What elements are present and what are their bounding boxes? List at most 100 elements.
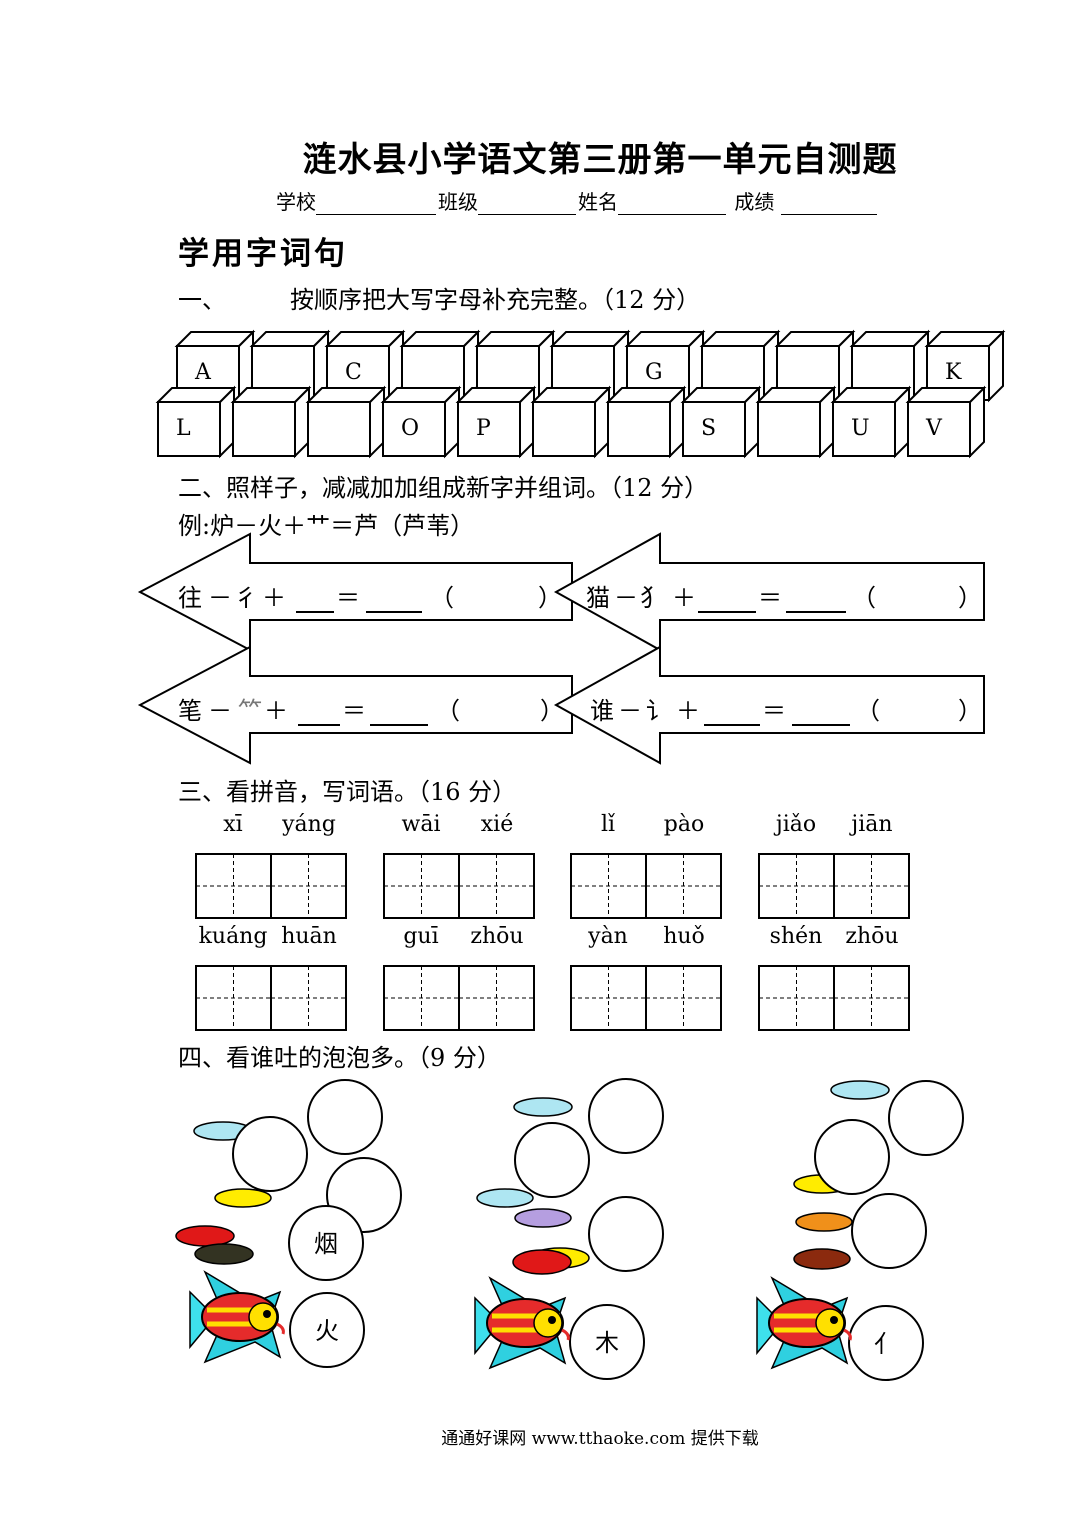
- bubble-label: 亻: [874, 1330, 898, 1358]
- writing-grid[interactable]: [758, 965, 912, 1033]
- name-field[interactable]: [618, 194, 726, 215]
- bubble[interactable]: [888, 1080, 964, 1156]
- item-plus: ＋: [262, 584, 286, 612]
- cube-letter: V: [925, 416, 943, 441]
- pinyin-syllable: yáng: [282, 812, 336, 837]
- school-field[interactable]: [316, 194, 436, 215]
- svg-text:（: （: [856, 697, 880, 725]
- svg-text:－: －: [614, 584, 638, 612]
- fish-icon: [190, 1272, 283, 1362]
- writing-grid[interactable]: [570, 853, 724, 921]
- pinyin-syllable: zhōu: [845, 924, 899, 949]
- svg-text:（: （: [852, 584, 876, 612]
- color-pebble: [793, 1248, 851, 1270]
- bubble[interactable]: [851, 1193, 927, 1269]
- bubble[interactable]: [588, 1196, 664, 1272]
- color-pebble: [512, 1249, 572, 1275]
- svg-text:－: －: [208, 584, 232, 612]
- bubble[interactable]: [588, 1078, 664, 1154]
- letter-cube: P: [455, 385, 537, 459]
- bubble[interactable]: [848, 1305, 924, 1381]
- school-label: 学校: [276, 190, 316, 214]
- bubble-label: 火: [315, 1317, 339, 1345]
- score-field[interactable]: [780, 194, 877, 215]
- bubble[interactable]: [569, 1304, 645, 1380]
- exercise-item: 谁 － 讠 ＋ ＝ （）: [590, 697, 982, 726]
- writing-grid[interactable]: [383, 853, 537, 921]
- svg-text:－: －: [618, 697, 642, 725]
- pinyin-syllable: huǒ: [663, 924, 705, 949]
- page-title: 涟水县小学语文第三册第一单元自测题: [302, 140, 898, 180]
- svg-text:）: ）: [958, 697, 982, 725]
- bubble-group: 亻: [757, 1080, 964, 1381]
- fish-icon: [757, 1278, 850, 1368]
- item-minus: 彳: [234, 584, 258, 612]
- svg-text:）: ）: [958, 584, 982, 612]
- student-info-line: 学校班级姓名 成绩: [276, 186, 879, 215]
- letter-cube[interactable]: [530, 385, 612, 459]
- cube-letter: G: [645, 360, 663, 385]
- bubble[interactable]: [814, 1119, 890, 1195]
- cube-letter: S: [701, 416, 716, 441]
- item-equals: ＝: [762, 697, 786, 725]
- svg-text:（: （: [430, 584, 454, 612]
- question-3-text: 三、看拼音，写词语。（16 分）: [178, 778, 517, 806]
- color-pebble: [476, 1188, 534, 1208]
- letter-cube[interactable]: [230, 385, 312, 459]
- letter-cube: O: [380, 385, 462, 459]
- item-equals: ＝: [342, 697, 366, 725]
- color-pebble: [514, 1208, 572, 1228]
- bubble[interactable]: [232, 1116, 308, 1192]
- writing-grid[interactable]: [195, 853, 349, 921]
- question-4-text: 四、看谁吐的泡泡多。（9 分）: [178, 1044, 501, 1072]
- pinyin-syllable: zhōu: [470, 924, 524, 949]
- svg-text:（: （: [436, 697, 460, 725]
- footer-credit: 通通好课网 www.tthaoke.com 提供下载: [441, 1429, 759, 1449]
- class-field[interactable]: [478, 194, 576, 215]
- item-equals: ＝: [758, 584, 782, 612]
- name-label: 姓名: [578, 190, 618, 214]
- class-label: 班级: [438, 190, 478, 214]
- pinyin-syllable: shén: [769, 924, 823, 949]
- bubble[interactable]: [288, 1205, 364, 1281]
- pinyin-syllable: jiǎo: [775, 812, 817, 837]
- question-2-text: 二、照样子，减减加加组成新字并组词。（12 分）: [178, 474, 709, 502]
- item-plus: ＋: [672, 584, 696, 612]
- item-minus: 犭: [640, 584, 664, 612]
- pinyin-syllable: lǐ: [600, 812, 616, 837]
- writing-grid[interactable]: [570, 965, 724, 1033]
- question-1-text: 按顺序把大写字母补充完整。（12 分）: [290, 286, 701, 314]
- writing-grid[interactable]: [383, 965, 537, 1033]
- exercise-item: 猫 － 犭 ＋ ＝ （ ）: [586, 584, 982, 613]
- color-pebble: [175, 1225, 235, 1247]
- question-1-number: 一、: [178, 286, 226, 314]
- pinyin-syllable: yàn: [588, 924, 628, 949]
- bubble-label: 木: [595, 1329, 619, 1357]
- color-pebble: [214, 1188, 272, 1208]
- question-1: 一、 按顺序把大写字母补充完整。（12 分）: [178, 280, 700, 315]
- cube-letter: K: [945, 360, 962, 385]
- cube-letter: P: [476, 416, 491, 441]
- cube-letter: U: [851, 416, 870, 441]
- cube-letter: A: [194, 360, 212, 385]
- writing-grid[interactable]: [758, 853, 912, 921]
- bubble[interactable]: [307, 1079, 383, 1155]
- item-plus: ＋: [264, 697, 288, 725]
- color-pebble: [830, 1080, 890, 1100]
- section-heading: 学用字词句: [178, 236, 348, 272]
- letter-cube[interactable]: [605, 385, 687, 459]
- item-word: 往: [178, 584, 202, 612]
- letter-cube: V: [905, 385, 987, 459]
- bubble-group: 木: [475, 1078, 664, 1380]
- bubble-group: 烟 火: [175, 1079, 402, 1368]
- arrow-shape: [553, 532, 985, 652]
- color-pebble: [795, 1212, 853, 1232]
- item-word: 猫: [586, 584, 610, 612]
- bubble[interactable]: [289, 1292, 365, 1368]
- cube-letter: C: [345, 360, 362, 385]
- writing-grid[interactable]: [195, 965, 349, 1033]
- bubble[interactable]: [514, 1122, 590, 1198]
- item-equals: ＝: [336, 584, 360, 612]
